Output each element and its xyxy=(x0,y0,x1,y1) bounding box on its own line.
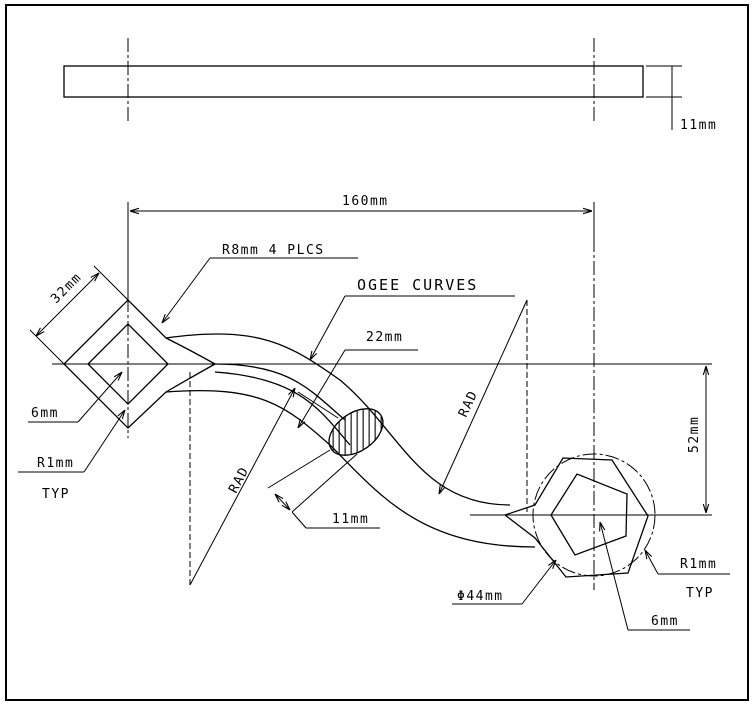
square-hole-callout: 6mm xyxy=(28,372,122,423)
left-radius-callout: RAD xyxy=(189,388,295,586)
corner-radius-label: R8mm 4 PLCS xyxy=(222,243,325,258)
drawing-border xyxy=(5,4,749,701)
section-thickness-label: 11mm xyxy=(332,512,369,527)
side-view: 11mm xyxy=(63,38,717,133)
diameter-label: Φ44mm xyxy=(457,589,504,604)
ogee-callout: OGEE CURVES xyxy=(310,276,515,360)
square-head-socket xyxy=(87,323,169,405)
hatched-section xyxy=(328,408,384,456)
neck-line-upper xyxy=(214,363,346,421)
diameter-callout: Φ44mm xyxy=(452,560,556,605)
left-corner-radius-callout: R1mm TYP xyxy=(18,410,125,502)
side-view-bar xyxy=(63,65,644,98)
corner-radius-callout: R8mm 4 PLCS xyxy=(162,243,358,323)
square-size-label: 32mm xyxy=(48,270,85,307)
pentagon-head-outline xyxy=(503,457,649,578)
right-radius-callout: RAD xyxy=(439,299,528,494)
right-typ-label: TYP xyxy=(686,586,714,601)
section-thickness-callout: 11mm xyxy=(267,449,380,529)
right-radius-label: RAD xyxy=(456,388,481,420)
left-r1-label: R1mm xyxy=(37,456,74,471)
right-corner-radius-callout: R1mm TYP xyxy=(645,550,730,601)
offset-label: 52mm xyxy=(687,416,702,453)
pentagon-hole-label: 6mm xyxy=(651,614,679,629)
ogee-label: OGEE CURVES xyxy=(357,276,478,294)
right-r1-label: R1mm xyxy=(680,557,717,572)
length-label: 160mm xyxy=(342,194,389,209)
left-radius-label: RAD xyxy=(226,464,252,496)
left-typ-label: TYP xyxy=(42,487,70,502)
ogee-curve-upper xyxy=(165,333,511,506)
pentagon-head-socket xyxy=(550,473,628,556)
neck-width-label: 22mm xyxy=(366,330,403,345)
neck-width-callout: 22mm xyxy=(298,330,418,428)
offset-dimension: 52mm xyxy=(687,366,706,513)
square-hole-label: 6mm xyxy=(31,406,59,421)
length-dimension: 160mm xyxy=(127,194,595,298)
thickness-label: 11mm xyxy=(680,118,717,133)
diameter-circle xyxy=(532,453,656,577)
pentagon-hole-callout: 6mm xyxy=(600,522,690,631)
